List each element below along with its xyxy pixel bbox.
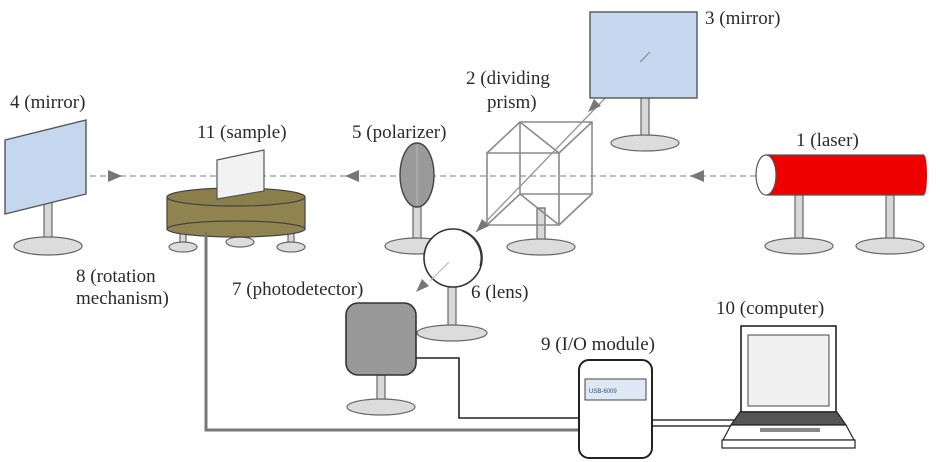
beam-arrow-laser	[690, 170, 704, 182]
stage-bottom	[166, 220, 306, 238]
laptop-touchpad	[760, 428, 820, 432]
prism-edge	[558, 193, 593, 226]
laptop-palmrest	[722, 424, 855, 441]
beam-arrow-to-lens	[476, 219, 489, 232]
io-module-model-text: USB-6009	[589, 389, 617, 395]
mirror-icon	[4, 119, 87, 215]
photodetector-icon	[345, 302, 417, 376]
photodetector	[345, 302, 417, 416]
laser-icon	[766, 155, 924, 195]
laptop-screen	[747, 334, 830, 407]
wire-rotation-to-io	[204, 232, 580, 432]
laser-post-right	[885, 194, 895, 242]
lens	[416, 228, 488, 342]
laser-base-left	[764, 237, 834, 255]
lens-post	[447, 282, 457, 330]
io-module: USB-6009	[578, 359, 653, 459]
prism-edge	[558, 121, 593, 154]
mirror-3-base	[610, 134, 680, 152]
label-laser: 1 (laser)	[796, 130, 859, 151]
lens-base	[416, 324, 488, 342]
prism-edge	[486, 193, 521, 226]
prism-diagonal	[519, 193, 560, 226]
lens-beam	[429, 261, 450, 282]
laser-back-end	[921, 155, 927, 195]
polarizer-post	[412, 204, 422, 244]
wires	[204, 232, 735, 432]
mirror-4	[4, 119, 87, 256]
mirror-3-post	[640, 96, 650, 138]
label-rotation-line2: mechanism)	[76, 288, 169, 309]
io-module-display	[584, 378, 647, 401]
beam-arrow-to-detector	[416, 279, 429, 292]
laser-base-right	[855, 237, 925, 255]
wire-detector-to-io	[416, 357, 580, 419]
label-mirror-4: 4 (mirror)	[10, 92, 85, 113]
mirror-4-base	[13, 236, 83, 256]
detector-base	[346, 398, 416, 416]
laptop-keyboard	[729, 411, 848, 426]
sample-icon	[216, 149, 265, 200]
stage-foot-middle	[225, 236, 255, 248]
label-prism-line2: prism)	[487, 92, 537, 113]
prism-icon	[486, 121, 593, 256]
io-module-icon	[578, 359, 653, 459]
prism-diagonal	[519, 121, 560, 154]
laptop-icon	[721, 325, 856, 449]
beam-arrow-to-mirror4	[108, 170, 122, 182]
mirror-3-beam-tip	[639, 51, 651, 63]
rotation-stage	[166, 187, 306, 253]
mirror-3	[589, 11, 698, 152]
label-rotation-line1: 8 (rotation	[76, 266, 156, 287]
mirror-4-post	[43, 199, 53, 243]
prism-base	[506, 238, 576, 256]
lens-rim	[461, 230, 482, 267]
stage-foot-left	[168, 241, 198, 253]
label-lens: 6 (lens)	[471, 282, 529, 303]
laser-post-left	[794, 194, 804, 242]
laptop-base	[721, 439, 856, 449]
label-polarizer: 5 (polarizer)	[352, 122, 446, 143]
label-io-module: 9 (I/O module)	[541, 334, 655, 355]
prism-edge	[486, 121, 521, 154]
label-sample: 11 (sample)	[197, 122, 287, 143]
beam-arrow-polarizer	[345, 170, 359, 182]
label-photodetector: 7 (photodetector)	[232, 279, 363, 300]
label-prism-line1: 2 (dividing	[466, 68, 550, 89]
laser-aperture	[755, 154, 777, 196]
stage-foot-right	[276, 241, 306, 253]
mirror-icon	[589, 11, 698, 99]
beam-arrow-from-mirror3	[588, 99, 601, 112]
label-mirror-3: 3 (mirror)	[705, 8, 780, 29]
label-computer: 10 (computer)	[716, 298, 824, 319]
laser	[755, 154, 927, 255]
